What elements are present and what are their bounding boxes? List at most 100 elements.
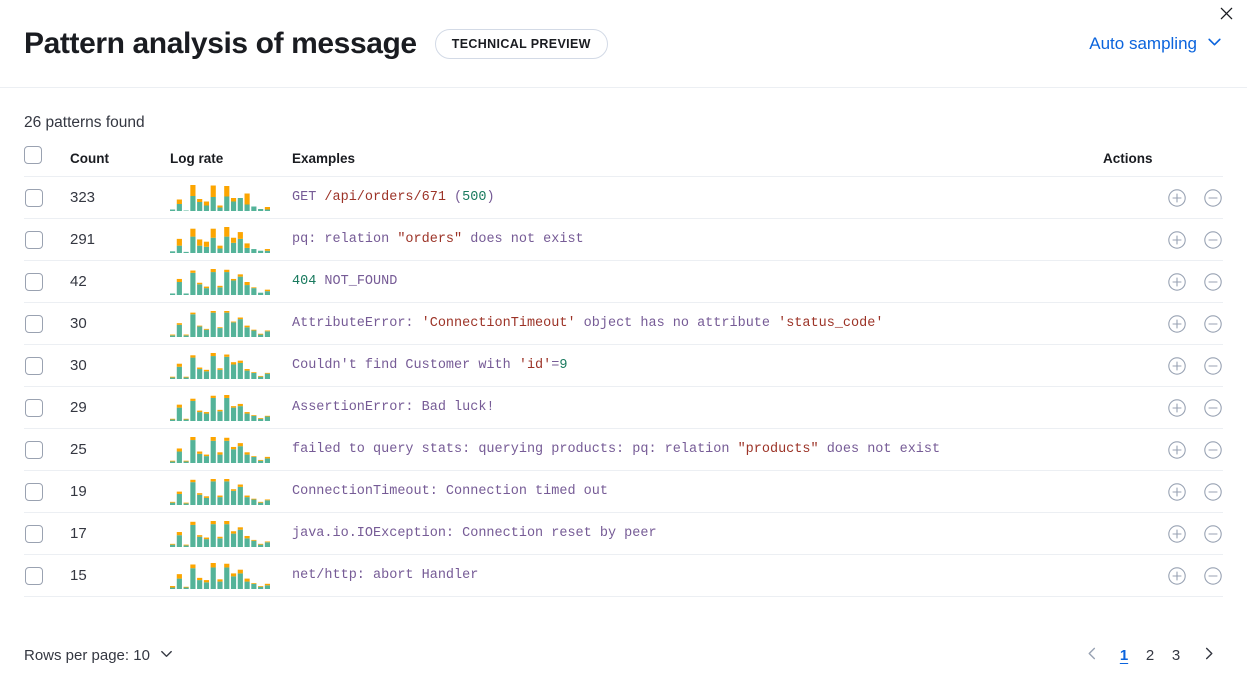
row-log-rate [170, 428, 292, 471]
row-example: AssertionError: Bad luck! [292, 386, 1103, 429]
example-token: AssertionError: Bad luck! [292, 400, 495, 415]
minus-in-circle-icon [1203, 230, 1223, 253]
example-token: pq: relation [292, 232, 398, 247]
example-token: does not exist [818, 442, 941, 457]
row-example: net/http: abort Handler [292, 554, 1103, 597]
minus-in-circle-icon [1203, 398, 1223, 421]
row-select-cell [24, 428, 70, 471]
previous-page-button[interactable] [1077, 640, 1107, 670]
filter-for-value-button[interactable] [1167, 188, 1187, 208]
column-header-count[interactable]: Count [70, 146, 170, 177]
row-count: 291 [70, 218, 170, 261]
row-checkbox[interactable] [25, 188, 43, 207]
row-checkbox[interactable] [25, 230, 43, 249]
log-rate-sparkline [170, 352, 292, 379]
example-token: java.io.IOException: Connection reset by… [292, 526, 657, 541]
minus-in-circle-icon [1203, 566, 1223, 589]
example-token: net/http: abort Handler [292, 568, 479, 583]
row-actions [1103, 512, 1223, 555]
row-select-cell [24, 218, 70, 261]
example-token: does not exist [462, 232, 584, 247]
row-actions [1103, 344, 1223, 387]
plus-in-circle-icon [1167, 398, 1187, 421]
row-checkbox[interactable] [25, 440, 43, 459]
filter-out-value-button[interactable] [1203, 524, 1223, 544]
filter-for-value-button[interactable] [1167, 440, 1187, 460]
filter-for-value-button[interactable] [1167, 230, 1187, 250]
row-select-cell [24, 386, 70, 429]
row-select-cell [24, 302, 70, 345]
row-select-cell [24, 176, 70, 219]
filter-for-value-button[interactable] [1167, 398, 1187, 418]
select-all-header [24, 146, 70, 177]
row-checkbox[interactable] [25, 356, 43, 375]
filter-out-value-button[interactable] [1203, 314, 1223, 334]
filter-for-value-button[interactable] [1167, 566, 1187, 586]
chevron-down-icon [159, 646, 174, 665]
row-checkbox[interactable] [25, 524, 43, 543]
row-select-cell [24, 512, 70, 555]
rows-per-page-dropdown[interactable]: Rows per page: 10 [24, 646, 174, 665]
row-count: 30 [70, 302, 170, 345]
row-log-rate [170, 176, 292, 219]
plus-in-circle-icon [1167, 230, 1187, 253]
row-select-cell [24, 554, 70, 597]
log-rate-sparkline [170, 520, 292, 547]
filter-for-value-button[interactable] [1167, 524, 1187, 544]
table-row[interactable]: 29 AssertionError: Bad luck! [24, 386, 1223, 429]
column-header-log-rate[interactable]: Log rate [170, 146, 292, 177]
filter-out-value-button[interactable] [1203, 230, 1223, 250]
log-rate-sparkline [170, 268, 292, 295]
auto-sampling-dropdown[interactable]: Auto sampling [1089, 33, 1223, 55]
row-count: 29 [70, 386, 170, 429]
row-log-rate [170, 260, 292, 303]
filter-for-value-button[interactable] [1167, 482, 1187, 502]
example-token: ConnectionTimeout: Connection timed out [292, 484, 608, 499]
pagination-page-1[interactable]: 1 [1111, 640, 1137, 670]
row-checkbox[interactable] [25, 566, 43, 585]
chevron-right-icon [1201, 646, 1216, 664]
log-rate-sparkline [170, 436, 292, 463]
row-count: 42 [70, 260, 170, 303]
filter-out-value-button[interactable] [1203, 566, 1223, 586]
example-token: NOT_FOUND [316, 274, 398, 289]
filter-out-value-button[interactable] [1203, 440, 1223, 460]
filter-out-value-button[interactable] [1203, 272, 1223, 292]
example-token: "products" [737, 442, 819, 457]
auto-sampling-label: Auto sampling [1089, 33, 1197, 53]
plus-in-circle-icon [1167, 314, 1187, 337]
filter-out-value-button[interactable] [1203, 356, 1223, 376]
filter-for-value-button[interactable] [1167, 356, 1187, 376]
filter-for-value-button[interactable] [1167, 314, 1187, 334]
row-checkbox[interactable] [25, 398, 43, 417]
row-actions [1103, 302, 1223, 345]
row-checkbox[interactable] [25, 482, 43, 501]
minus-in-circle-icon [1203, 482, 1223, 505]
filter-for-value-button[interactable] [1167, 272, 1187, 292]
row-checkbox[interactable] [25, 272, 43, 291]
filter-out-value-button[interactable] [1203, 188, 1223, 208]
pagination-page-2[interactable]: 2 [1137, 640, 1163, 670]
column-header-examples[interactable]: Examples [292, 146, 1103, 177]
close-icon [1219, 6, 1234, 24]
row-checkbox[interactable] [25, 314, 43, 333]
pagination-page-3[interactable]: 3 [1163, 640, 1189, 670]
next-page-button[interactable] [1193, 640, 1223, 670]
close-button[interactable] [1213, 2, 1239, 28]
row-count: 30 [70, 344, 170, 387]
filter-out-value-button[interactable] [1203, 398, 1223, 418]
select-all-checkbox[interactable] [24, 146, 42, 164]
filter-out-value-button[interactable] [1203, 482, 1223, 502]
minus-in-circle-icon [1203, 314, 1223, 337]
